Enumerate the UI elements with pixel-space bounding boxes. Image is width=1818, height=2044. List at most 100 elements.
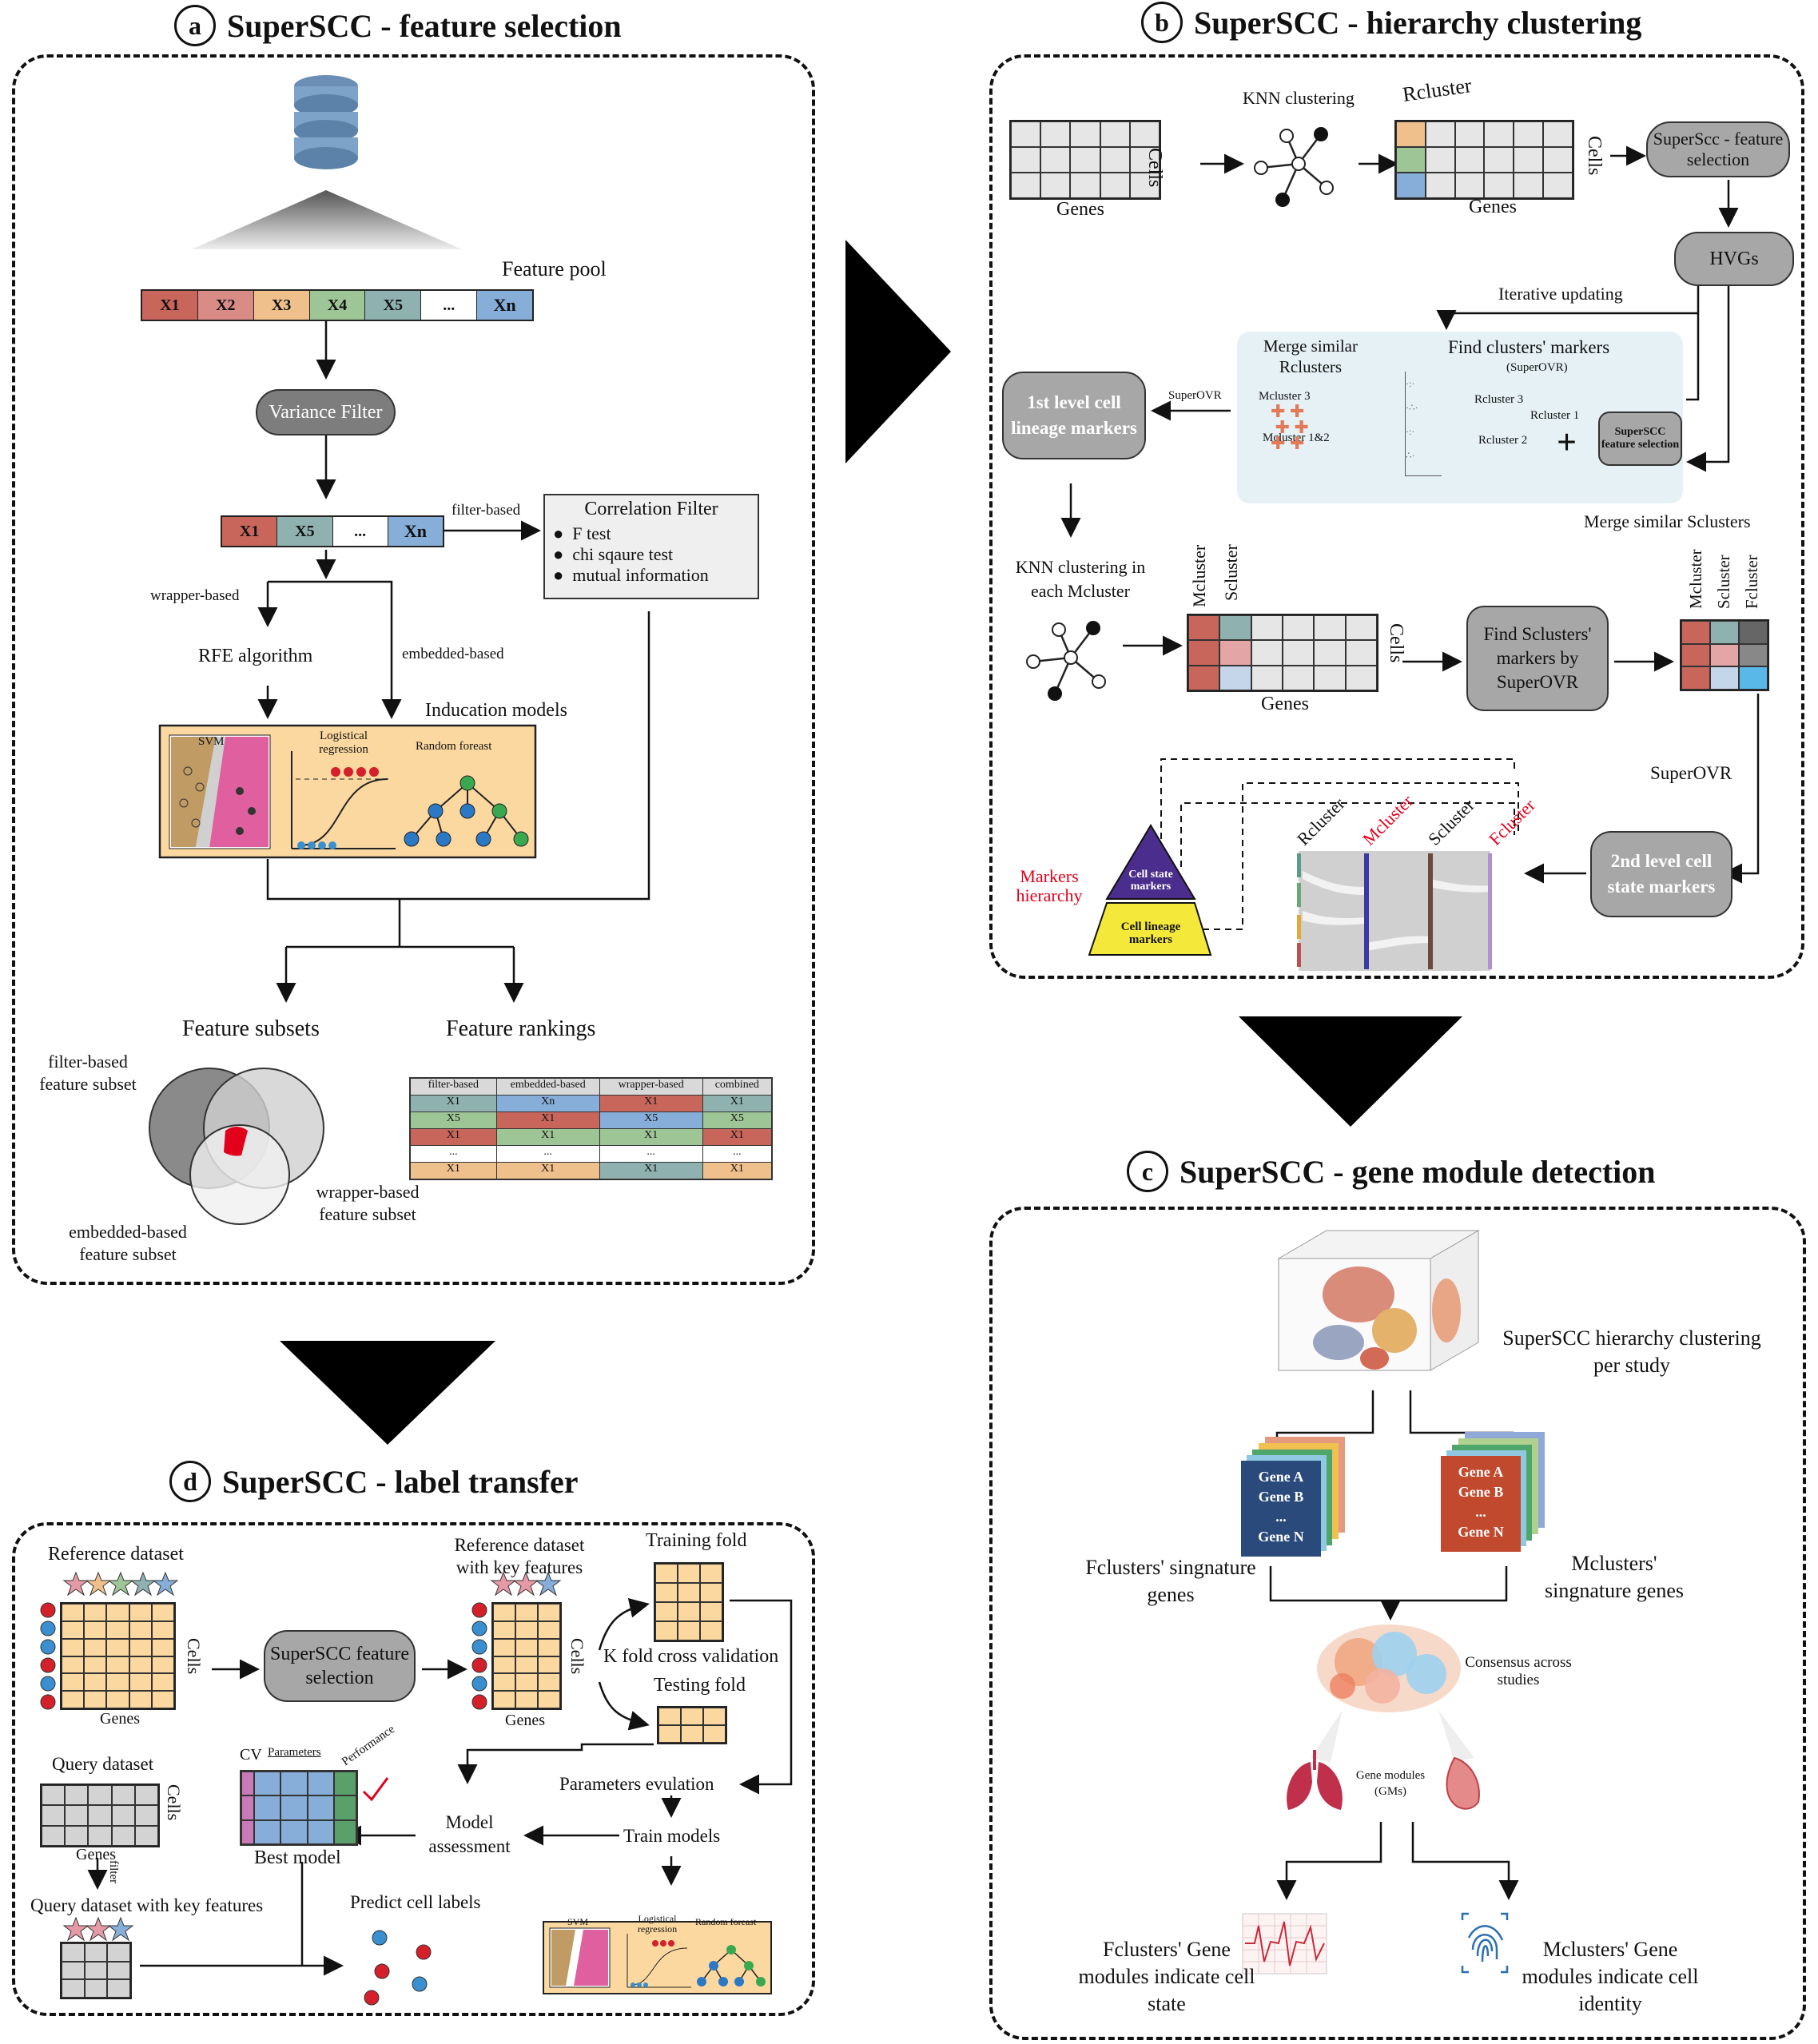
reference-dataset-label: Reference dataset [48,1544,184,1565]
table-cell: X5 [599,1112,703,1128]
scluster-col-label: Scluster [1221,544,1241,601]
gene-item: Gene B [1458,1484,1504,1500]
table-cell: X5 [702,1112,771,1128]
mcluster-matrix [1187,614,1378,692]
cells-label-query: Cells [164,1784,184,1821]
param-cell [280,1772,308,1796]
model-assessment-label: Model assessment [428,1812,511,1856]
cv-cell [241,1795,254,1820]
cv-cell [241,1772,254,1796]
filter-based-label: filter-based [452,502,521,519]
find-sclusters-node: Find Sclusters' markers by SuperOVR [1466,606,1609,711]
param-cell [280,1819,308,1844]
superovr-paren-label: (SuperOVR) [1506,361,1568,374]
svm-label-a: SVM [198,735,225,748]
feature-rankings-label: Feature rankings [446,1016,596,1041]
query-key-matrix [60,1942,132,1999]
feature-x2: X2 [197,291,254,320]
second-level-markers-node: 2nd level cell state markers [1590,831,1732,917]
gene-list-red: Gene A Gene B ... Gene N [1441,1456,1521,1552]
genes-label-mid: Genes [1261,694,1309,714]
gene-item: Gene N [1258,1529,1304,1545]
panel-b-title-text: SuperSCC - hierarchy clustering [1194,4,1642,41]
rcluster1-label: Rcluster 1 [1530,409,1580,422]
perf-cell [333,1772,356,1796]
gene-item: Gene N [1458,1524,1504,1540]
table-cell: X1 [599,1096,703,1111]
induction-models-label: Inducation models [425,700,567,721]
training-fold-label: Training fold [646,1530,747,1551]
panel-d-title: d SuperSCC - label transfer [169,1461,579,1502]
filter-item-ftest: ● F test [553,523,611,543]
expression-matrix-top [1009,120,1161,200]
mcluster3-label: Mcluster 3 [1259,390,1311,403]
param-cell [254,1819,281,1844]
panel-b-title: b SuperSCC - hierarchy clustering [1141,2,1641,43]
genes-label-query: Genes [76,1846,116,1863]
wrapper-based-label: wrapper-based [150,587,240,604]
perf-cell [333,1795,356,1820]
table-cell: X1 [599,1163,703,1179]
feature-ellipsis: ... [421,291,478,320]
param-cell [307,1819,334,1844]
rcluster-matrix [1394,120,1574,200]
table-cell: X1 [411,1096,497,1111]
logreg-label-d: Logistical regression [637,1913,678,1935]
flow-triangle-down-a [280,1341,495,1445]
best-model-label: Best model [254,1847,341,1868]
chi-text: chi sqaure test [572,544,674,564]
perf-cell [333,1819,356,1844]
gene-card-stack-red: Gene A Gene B ... Gene N [1441,1432,1545,1552]
cell-state-markers-label: Cell state markers [1128,869,1173,893]
kfold-label: K fold cross validation [603,1646,779,1667]
predict-labels-label: Predict cell labels [350,1892,481,1912]
param-cell [254,1795,281,1820]
gene-item: Gene A [1258,1469,1304,1485]
ref-key-features-label: Reference dataset with key features [454,1535,585,1577]
feature-pool-bar: X1 X2 X3 X4 X5 ... Xn [141,289,534,321]
genes-label-key: Genes [505,1712,545,1729]
filtered-feature-bar: X1 X5 ... Xn [221,515,444,547]
venn-wrapper-label: wrapper-based feature subset [316,1182,420,1224]
genes-label-top: Genes [1056,199,1104,220]
feature-x4: X4 [309,291,366,320]
genes-label-ref: Genes [100,1710,140,1728]
genes-label-rcluster: Genes [1469,197,1517,217]
gene-item: Gene A [1458,1464,1504,1480]
venn-filter-label: filter-based feature subset [39,1052,137,1094]
cells-label-mid: Cells [1386,623,1406,663]
cells-label-top: Cells [1144,148,1165,188]
knn-clustering-label: KNN clustering [1243,88,1355,108]
f-modules-label: Fclusters' Gene modules indicate cell st… [1078,1938,1255,2015]
cells-label-rcluster: Cells [1584,136,1605,176]
param-cell [307,1795,334,1820]
rf-label-d: Random foreast [695,1916,757,1927]
feature-xn: Xn [477,291,533,320]
filtered-x1: X1 [222,517,278,546]
merge-rclusters-label: Merge similar Rclusters [1263,336,1358,376]
rf-label-a: Random foreast [416,740,492,753]
query-key-features-label: Query dataset with key features [30,1895,264,1915]
table-cell: X1 [599,1129,703,1145]
plus-sign-icon: + [1557,423,1577,462]
m-modules-label: Mclusters' Gene modules indicate cell id… [1522,1938,1699,2015]
per-study-label: SuperSCC hierarchy clustering per study [1502,1326,1761,1377]
ranking-header-filter: filter-based [411,1079,497,1095]
iterative-updating-label: Iterative updating [1498,284,1623,304]
correlation-filter-title: Correlation Filter [584,499,718,519]
table-cell: Xn [496,1096,600,1111]
ranking-header-row: filter-based embedded-based wrapper-base… [411,1079,771,1095]
filtered-ellipsis: ... [332,517,388,546]
embedded-based-label: embedded-based [402,646,504,662]
param-cell [254,1772,281,1796]
filtered-x5: X5 [277,517,333,546]
feature-x1: X1 [142,291,198,320]
table-cell: ... [702,1146,771,1162]
table-row: ... ... ... ... [411,1145,771,1162]
cv-label: CV [240,1746,262,1764]
cells-label-key: Cells [567,1638,587,1675]
mini-scatter-left: ·:··∴··:·∴· [1405,372,1442,476]
superscc-fs-small-node: SuperSCC feature selection [1598,412,1682,466]
panel-d-title-text: SuperSCC - label transfer [222,1463,579,1500]
table-row: X5 X1 X5 X5 [411,1111,771,1128]
